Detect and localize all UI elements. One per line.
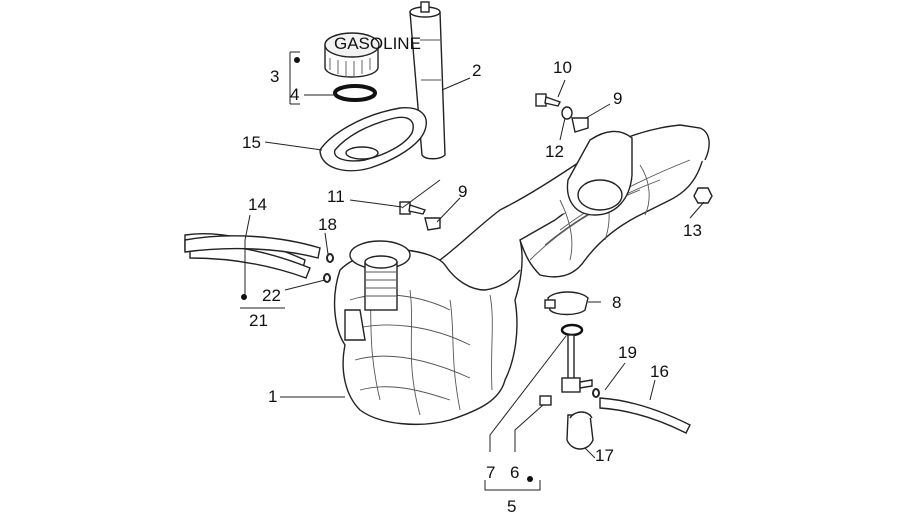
group-dot-5 bbox=[527, 476, 533, 482]
callout-12: 12 bbox=[545, 142, 564, 161]
callout-5: 5 bbox=[507, 497, 516, 514]
o-ring-7 bbox=[560, 323, 584, 337]
callout-7: 7 bbox=[486, 463, 495, 482]
callout-6: 6 bbox=[510, 463, 519, 482]
callout-1: 1 bbox=[268, 387, 277, 406]
callout-10: 10 bbox=[553, 58, 572, 77]
hose-clamp-8 bbox=[544, 291, 589, 316]
screw-10 bbox=[535, 93, 561, 107]
callout-2: 2 bbox=[472, 61, 481, 80]
fuel-cap: GASOLINE bbox=[324, 32, 421, 78]
callout-18: 18 bbox=[318, 215, 337, 234]
filler-tray bbox=[319, 107, 427, 172]
callout-9-top: 9 bbox=[613, 89, 622, 108]
callout-13: 13 bbox=[683, 221, 702, 240]
callout-15: 15 bbox=[242, 133, 261, 152]
tank-filler-neck bbox=[349, 240, 411, 311]
callout-9-mid: 9 bbox=[458, 182, 467, 201]
callout-21: 21 bbox=[249, 311, 268, 330]
holder-17 bbox=[566, 411, 594, 450]
o-ring-seal bbox=[333, 84, 377, 102]
callout-8: 8 bbox=[612, 293, 621, 312]
filler-pipe bbox=[409, 1, 446, 160]
clip-9-mid bbox=[424, 217, 441, 231]
group-dot-21 bbox=[241, 294, 247, 300]
clamp-18 bbox=[326, 253, 334, 263]
clip-9-top bbox=[571, 117, 589, 133]
callout-4: 4 bbox=[290, 85, 299, 104]
plug-6 bbox=[539, 395, 552, 406]
nut-13 bbox=[693, 187, 713, 204]
callout-19: 19 bbox=[618, 343, 637, 362]
callout-22: 22 bbox=[262, 286, 281, 305]
breather-hose bbox=[184, 233, 321, 279]
fuel-tap bbox=[561, 334, 593, 393]
washer-12 bbox=[561, 106, 573, 120]
fuel-hose bbox=[599, 397, 691, 434]
clamp-19 bbox=[592, 388, 600, 398]
cap-label-text: GASOLINE bbox=[334, 34, 421, 53]
leader-lines bbox=[240, 51, 705, 491]
clamp-22 bbox=[323, 273, 331, 283]
screw-11 bbox=[399, 201, 426, 215]
callout-3: 3 bbox=[270, 67, 279, 86]
callout-14: 14 bbox=[248, 195, 267, 214]
callout-16: 16 bbox=[650, 362, 669, 381]
callout-11: 11 bbox=[327, 187, 345, 206]
callout-17: 17 bbox=[595, 446, 614, 465]
group-dot-3 bbox=[294, 57, 300, 63]
